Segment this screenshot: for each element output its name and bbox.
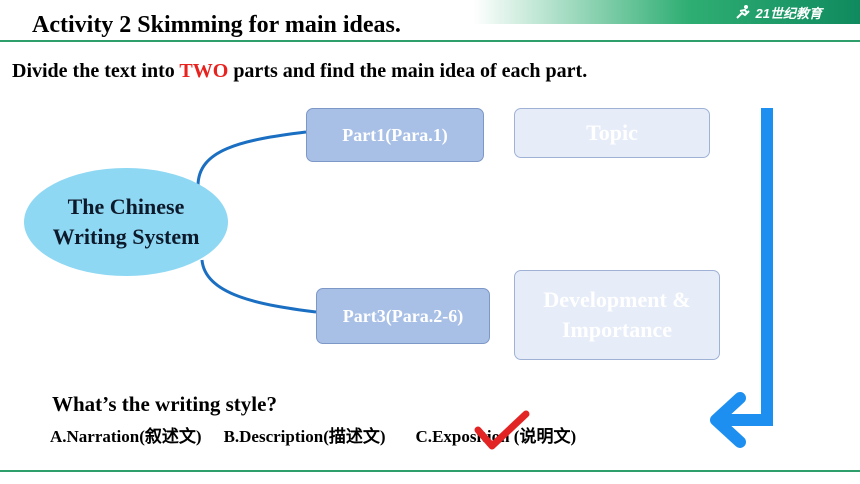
center-topic-ellipse: The Chinese Writing System (24, 168, 228, 276)
part2-box: Part3(Para.2-6) (316, 288, 490, 344)
part2-label: Part3(Para.2-6) (342, 305, 464, 326)
instruction-highlight: TWO (179, 60, 229, 82)
question-text: What’s the writing style? (52, 392, 277, 416)
part2-answer-line1: Development & (543, 287, 691, 312)
instruction-text: Divide the text into TWO parts and find … (12, 60, 587, 83)
down-left-arrow-icon (710, 108, 773, 448)
part1-box: Part1(Para.1) (306, 108, 484, 162)
option-c-letter: C. (415, 427, 433, 446)
brand-logo: 21世纪教育 (734, 3, 822, 21)
runner-logo-icon (735, 5, 750, 19)
page-title: Activity 2 Skimming for main ideas. (32, 12, 401, 38)
instruction-before: Divide the text into (12, 60, 180, 82)
header-bar: 21世纪教育 (0, 0, 860, 24)
center-topic-line2: Writing System (52, 224, 200, 249)
option-b: B.Description(描述文) (223, 427, 386, 446)
connector-part2 (200, 259, 317, 314)
logo-text: 21世纪教育 (755, 5, 822, 21)
part1-answer: Topic (586, 120, 638, 145)
option-c-text: Exposition (说明文) (432, 427, 577, 446)
part2-answer-line2: Importance (562, 317, 672, 342)
title-divider (0, 40, 860, 42)
option-c: C.Exposition (说明文) (416, 422, 577, 447)
connector-part1 (196, 130, 307, 187)
part1-label: Part1(Para.1) (342, 124, 448, 145)
option-a: A.Narration(叙述文) (50, 427, 202, 446)
answer-options: A.Narration(叙述文) B.Description(描述文) C.Ex… (50, 422, 576, 447)
footer-divider (0, 470, 860, 472)
part2-answer-box: Development & Importance (514, 270, 720, 360)
instruction-after: parts and find the main idea of each par… (228, 60, 588, 82)
center-topic-line1: The Chinese (67, 194, 185, 219)
part1-answer-box: Topic (514, 108, 710, 158)
